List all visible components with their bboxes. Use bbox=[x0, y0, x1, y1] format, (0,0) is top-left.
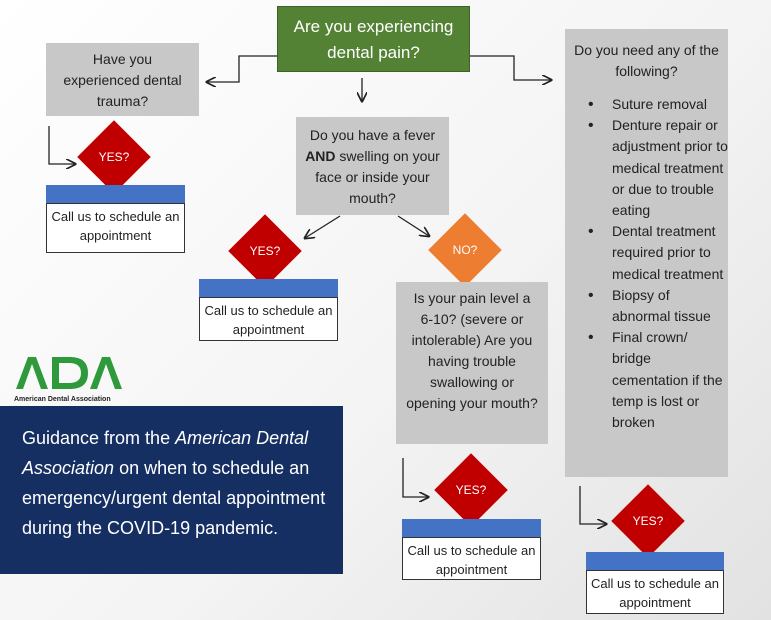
needs-list-item: Suture removal bbox=[565, 94, 728, 115]
pain-action-bar bbox=[402, 519, 541, 537]
trauma-yes-label: YES? bbox=[98, 150, 130, 164]
guidance-text-1: Guidance from the bbox=[22, 428, 176, 448]
fever-no-diamond: NO? bbox=[428, 213, 502, 287]
guidance-org: American Dental Association bbox=[22, 428, 309, 478]
needs-action-text: Call us to schedule an appointment bbox=[591, 576, 719, 610]
needs-question-box: Do you need any of the following? Suture… bbox=[565, 29, 728, 477]
trauma-action-bar bbox=[46, 185, 185, 203]
fever-yes-diamond: YES? bbox=[228, 214, 302, 288]
arrow-to-trauma-yes bbox=[48, 126, 75, 164]
pain-question-text: Is your pain level a 6-10? (severe or in… bbox=[406, 290, 538, 411]
arrow-to-needs-yes bbox=[579, 486, 606, 524]
start-question-box: Are you experiencing dental pain? bbox=[277, 6, 470, 72]
trauma-yes-diamond: YES? bbox=[77, 120, 151, 194]
fever-action-bar bbox=[199, 279, 338, 297]
needs-action-box: Call us to schedule an appointment bbox=[586, 570, 724, 614]
fever-question-post: swelling on your face or inside your mou… bbox=[315, 148, 440, 206]
needs-action-bar bbox=[586, 552, 724, 570]
trauma-action-box: Call us to schedule an appointment bbox=[46, 203, 185, 253]
start-question-text: Are you experiencing dental pain? bbox=[293, 17, 454, 62]
needs-yes-label: YES? bbox=[632, 514, 664, 528]
arrow-to-needs bbox=[470, 55, 551, 80]
needs-list-item: Denture repair or adjustment prior to me… bbox=[565, 115, 728, 221]
fever-question-bold: AND bbox=[305, 148, 336, 164]
pain-yes-label: YES? bbox=[455, 483, 487, 497]
needs-question-text: Do you need any of the following? bbox=[574, 42, 719, 79]
arrow-to-fever-yes bbox=[305, 215, 341, 238]
trauma-action-text: Call us to schedule an appointment bbox=[51, 209, 180, 243]
pain-yes-diamond: YES? bbox=[434, 453, 508, 527]
needs-yes-diamond: YES? bbox=[611, 484, 685, 558]
trauma-question-text: Have you experienced dental trauma? bbox=[63, 51, 182, 109]
arrow-to-pain-yes bbox=[402, 458, 428, 497]
arrow-to-trauma bbox=[207, 55, 277, 82]
guidance-panel: Guidance from the American Dental Associ… bbox=[0, 406, 343, 574]
pain-action-box: Call us to schedule an appointment bbox=[402, 537, 541, 580]
arrow-to-fever-no bbox=[397, 215, 429, 236]
needs-list-item: Final crown/ bridge cementation if the t… bbox=[565, 327, 728, 433]
pain-question-box: Is your pain level a 6-10? (severe or in… bbox=[396, 282, 548, 444]
fever-action-box: Call us to schedule an appointment bbox=[199, 297, 338, 341]
ada-logo-name: American Dental Association bbox=[14, 396, 111, 403]
pain-action-text: Call us to schedule an appointment bbox=[407, 543, 536, 577]
needs-list-item: Biopsy of abnormal tissue bbox=[565, 285, 728, 327]
needs-list: Suture removal Denture repair or adjustm… bbox=[565, 94, 728, 433]
guidance-text-2: on when to schedule an emergency/urgent … bbox=[22, 458, 326, 538]
fever-yes-label: YES? bbox=[249, 244, 281, 258]
trauma-question-box: Have you experienced dental trauma? bbox=[46, 43, 199, 116]
needs-list-item: Dental treatment required prior to medic… bbox=[565, 221, 728, 285]
fever-action-text: Call us to schedule an appointment bbox=[204, 303, 333, 337]
fever-question-box: Do you have a fever AND swelling on your… bbox=[296, 117, 449, 215]
fever-no-label: NO? bbox=[452, 243, 478, 257]
ada-logo: American Dental Association bbox=[14, 355, 126, 403]
fever-question-pre: Do you have a fever bbox=[309, 127, 436, 143]
ada-logo-mark bbox=[16, 357, 122, 389]
